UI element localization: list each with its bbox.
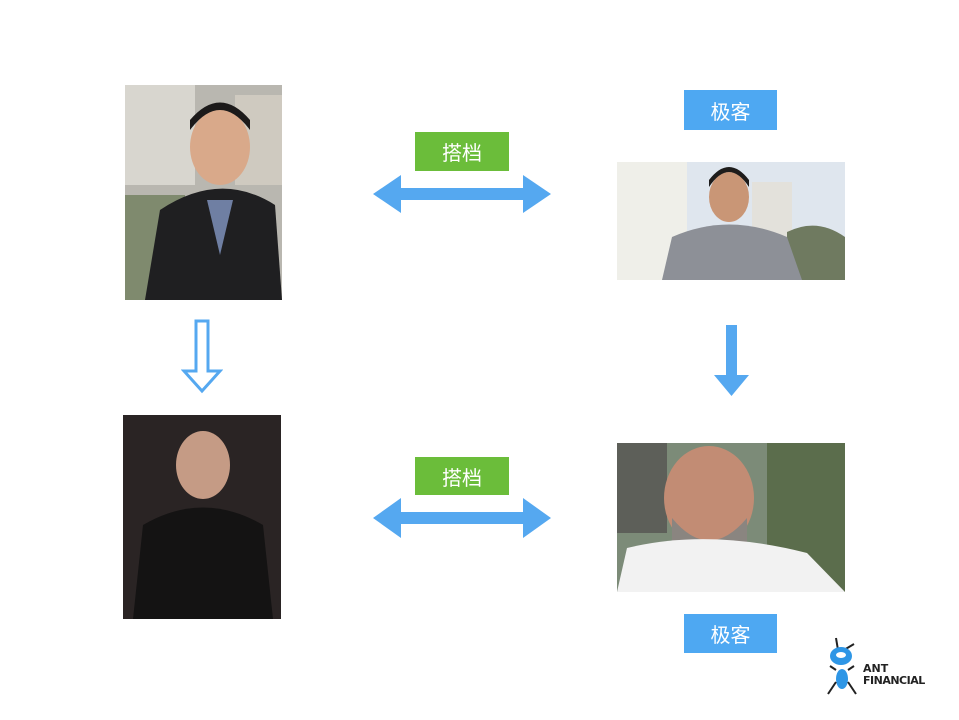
photo-geek-man-top [617,162,845,280]
photo-young-man [125,85,282,300]
solid-down-arrow-icon [714,325,749,397]
partner-label-top: 搭档 [415,132,509,171]
double-arrow-bottom-icon [373,498,551,538]
hollow-down-arrow-icon [181,319,223,394]
partner-label-bottom: 搭档 [415,457,509,495]
geek-label-bottom: 极客 [684,614,777,653]
ant-financial-logo: ANT FINANCIAL [822,634,927,696]
photo-steve-wozniak [617,443,845,592]
logo-text-ant: ANT [863,662,889,675]
double-arrow-top-icon [373,175,551,213]
geek-label-top: 极客 [684,90,777,130]
photo-steve-jobs [123,415,281,619]
logo-text-financial: FINANCIAL [863,674,925,687]
ant-mascot-icon [827,637,857,695]
